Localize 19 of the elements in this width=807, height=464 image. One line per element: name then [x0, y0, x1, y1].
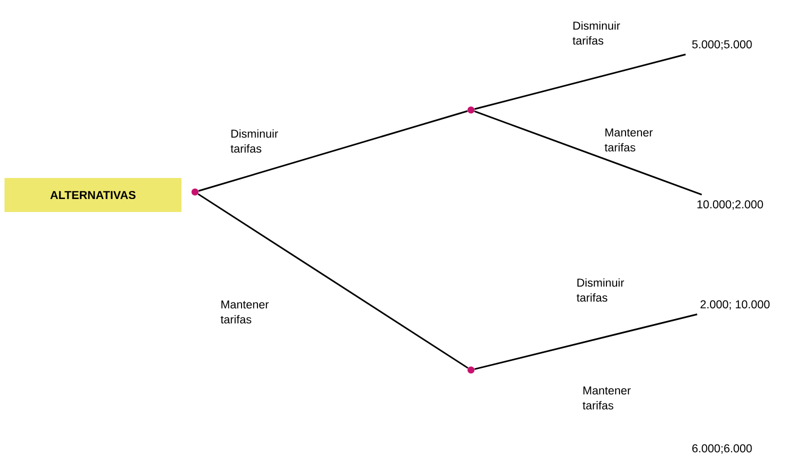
branch-line	[198, 110, 468, 192]
branch-line	[474, 110, 702, 196]
edge-label: Disminuir tarifas	[572, 21, 620, 45]
branch-label: Mantener tarifas	[582, 386, 631, 410]
edge-label: Disminuir tarifas	[230, 129, 278, 153]
branch-line	[474, 54, 686, 110]
decision-dot	[468, 366, 474, 374]
branch-line	[198, 193, 468, 369]
payoff-text: 6.000;6.000	[692, 444, 752, 454]
highlighted-box: ALTERNATIVAS	[4, 178, 182, 212]
edge-label: Mantener tarifas	[604, 128, 653, 152]
edge-label: Mantener tarifas	[220, 300, 269, 324]
branch-line	[474, 314, 698, 370]
decision-dot	[192, 188, 198, 196]
payoff-text: 10.000;2.000	[697, 200, 763, 210]
decision-dot	[468, 106, 474, 114]
payoff-text: 5.000;5.000	[692, 40, 752, 50]
edge-label: Disminuir tarifas	[576, 278, 624, 302]
payoff-text: 2.000; 10.000	[700, 300, 770, 310]
